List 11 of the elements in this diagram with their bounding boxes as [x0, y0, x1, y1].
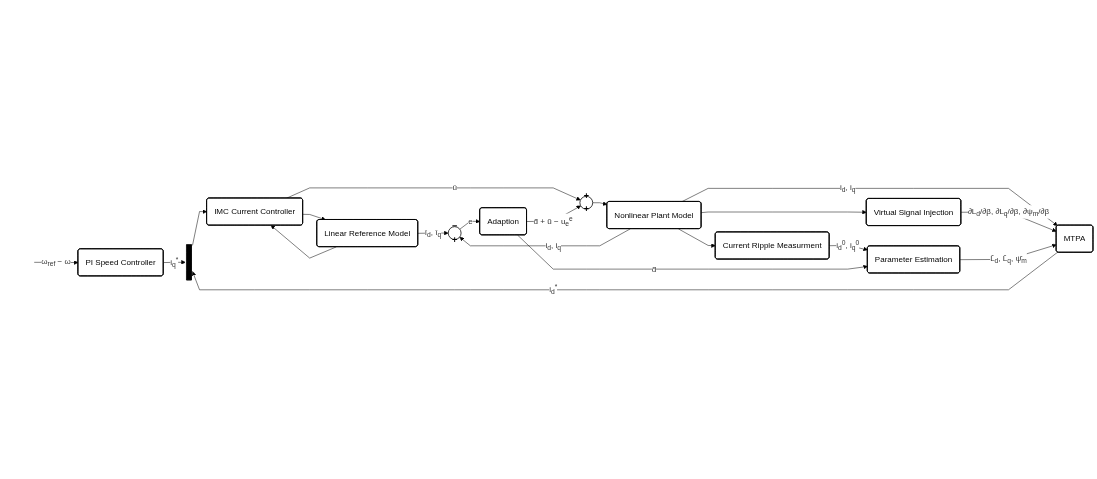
node-circle: − +	[447, 226, 462, 240]
edge-label: i$_{d}$, i$_{q}$	[545, 240, 561, 252]
edge-label: i$_{d}$, i$_{q}$	[839, 183, 856, 194]
node-circle: + +	[579, 195, 594, 210]
edge-label: e	[468, 216, 473, 226]
edge-label: L̂$_{d}$, L̂$_{q}$, ψ̂$_{m}$	[990, 254, 1027, 265]
edge-label: ω$_{ref}$ − ω	[41, 256, 71, 268]
edge-label: ∂L$_{d}$/∂β, ∂L$_{q}$/∂β, ∂ψ$_{m}$/∂β	[967, 206, 1050, 218]
edge-label: î$_{d}$, î$_{q}$	[424, 227, 442, 239]
edge-label: d̂	[651, 264, 657, 274]
edge-label: û	[452, 183, 457, 192]
